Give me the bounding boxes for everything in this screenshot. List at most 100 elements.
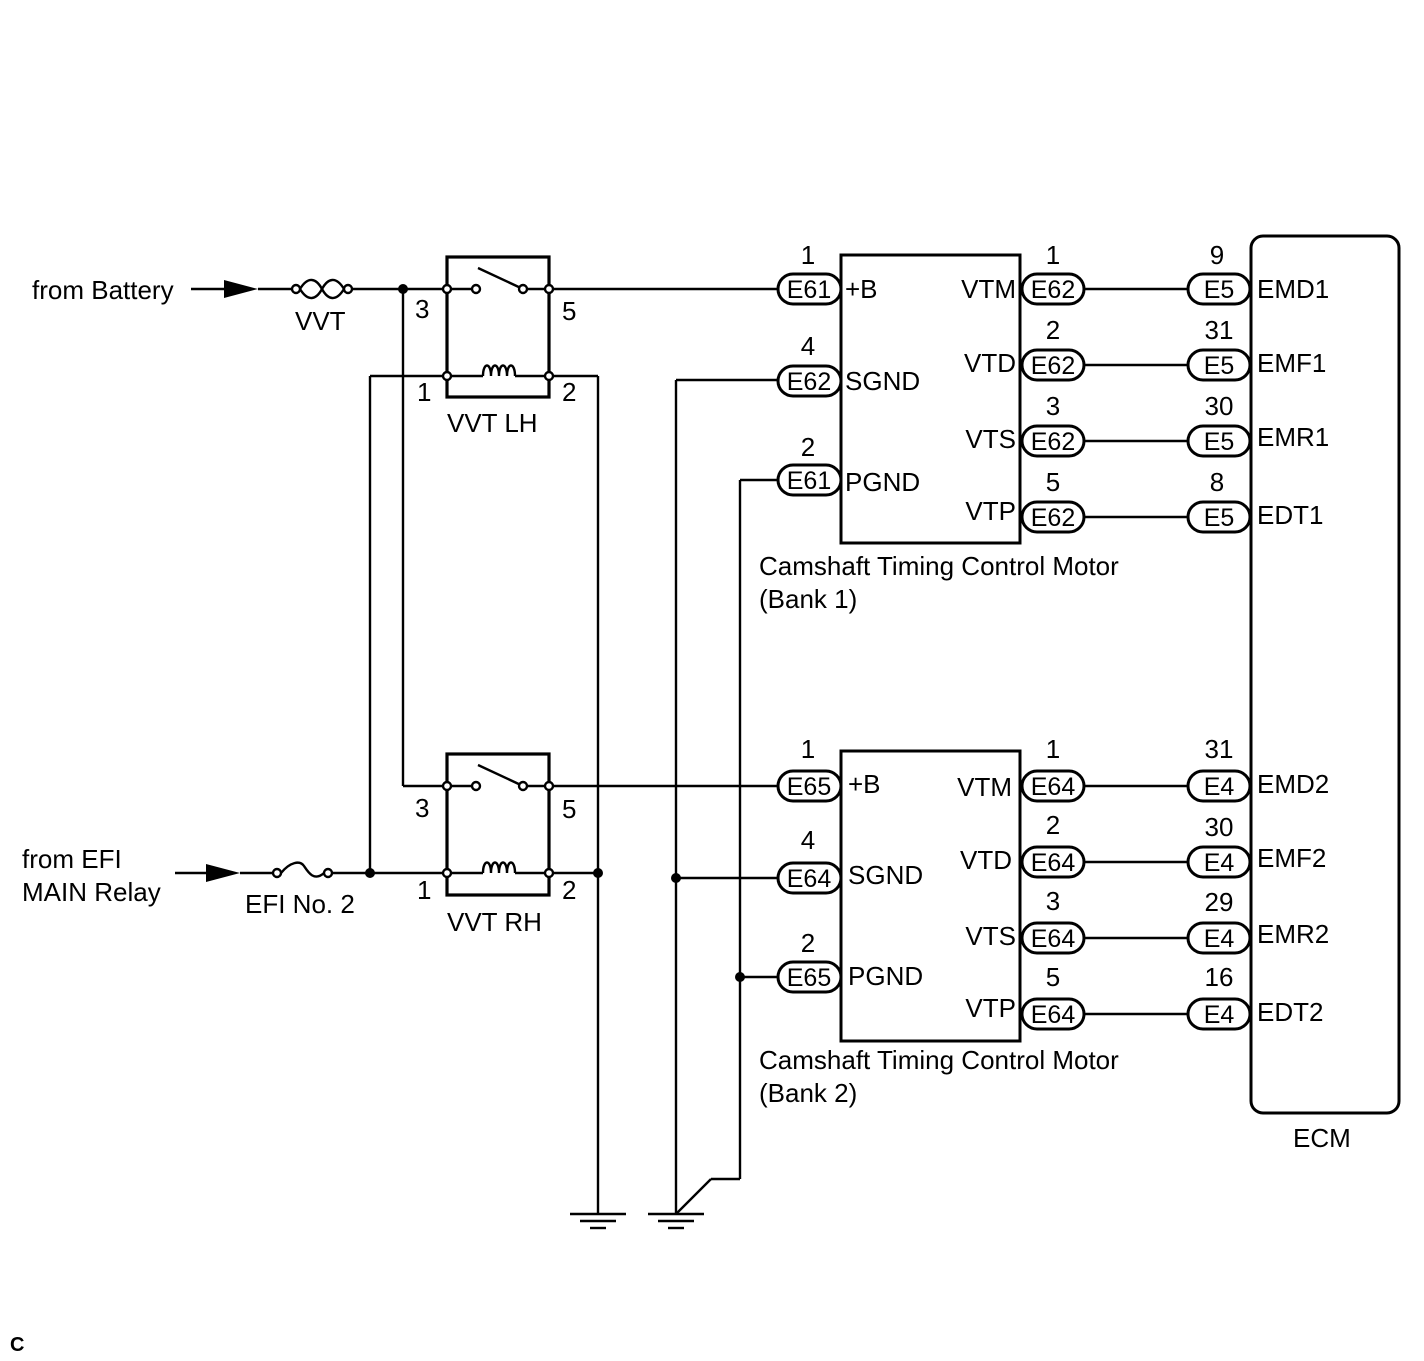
pin-number: 5 — [1046, 962, 1060, 992]
source-battery-label: from Battery — [32, 275, 174, 305]
supply-wires — [332, 284, 603, 1214]
battery-arrow — [191, 280, 258, 298]
terminal-name: VTS — [965, 424, 1016, 454]
connector-e4-emr2 — [1186, 921, 1252, 955]
connector-e65-b2-pgnd — [776, 960, 843, 994]
relay-vvt-rh — [441, 752, 555, 897]
connector-label: E5 — [1204, 428, 1235, 456]
terminal-name: EDT2 — [1257, 997, 1323, 1027]
connector-label: E65 — [787, 773, 831, 801]
corner-mark: C — [10, 1334, 24, 1356]
terminal-name: PGND — [848, 961, 923, 991]
terminal-name: SGND — [848, 860, 923, 890]
pin-number: 2 — [801, 928, 815, 958]
terminal-name: +B — [848, 769, 881, 799]
connector-label: E4 — [1204, 925, 1235, 953]
connector-label: E5 — [1204, 504, 1235, 532]
terminal-name: EMF2 — [1257, 843, 1326, 873]
connector-label: E62 — [1031, 504, 1075, 532]
efi-no2-fuse-label: EFI No. 2 — [245, 889, 355, 919]
relay-rh-pin-1: 1 — [417, 875, 431, 905]
terminal-name: +B — [845, 274, 878, 304]
connector-label: E5 — [1204, 276, 1235, 304]
vvt-fuse-label: VVT — [295, 306, 346, 336]
pin-number: 5 — [1046, 467, 1060, 497]
connector-label: E4 — [1204, 849, 1235, 877]
pin-number: 31 — [1205, 315, 1234, 345]
connector-label: E64 — [1031, 1001, 1076, 1029]
motor-bank1-subtitle: (Bank 1) — [759, 584, 857, 614]
terminal-name: VTD — [960, 845, 1012, 875]
relay-rh-label: VVT RH — [447, 907, 542, 937]
ground-wires — [671, 378, 780, 1215]
pin-number: 4 — [801, 825, 815, 855]
pin-number: 3 — [1046, 391, 1060, 421]
connector-label: E64 — [1031, 773, 1076, 801]
terminal-name: EMR1 — [1257, 422, 1329, 452]
connector-e61-b1-plusb — [776, 272, 843, 306]
relay-rh-pin-3: 3 — [415, 793, 429, 823]
terminal-name: VTS — [965, 921, 1016, 951]
connector-label: E62 — [1031, 352, 1075, 380]
terminal-name: VTM — [961, 274, 1016, 304]
connector-label: E4 — [1204, 773, 1235, 801]
pin-number: 16 — [1205, 962, 1234, 992]
connector-e61-b1-pgnd — [776, 463, 843, 497]
ecm-label: ECM — [1293, 1123, 1351, 1153]
pin-number: 8 — [1210, 467, 1224, 497]
relay-lh-pin-2: 2 — [562, 377, 576, 407]
connector-label: E62 — [787, 368, 831, 396]
connector-label: E64 — [1031, 849, 1076, 877]
connector-label: E64 — [787, 865, 832, 893]
connector-label: E4 — [1204, 1001, 1235, 1029]
motor-bank1-title: Camshaft Timing Control Motor — [759, 551, 1119, 581]
motor-bank2-box — [839, 749, 1022, 1043]
terminal-name: EMR2 — [1257, 919, 1329, 949]
terminal-name: VTP — [965, 496, 1016, 526]
pin-number: 2 — [801, 432, 815, 462]
relay-lh-label: VVT LH — [447, 408, 538, 438]
pin-number: 30 — [1205, 391, 1234, 421]
ground-symbol-1 — [570, 1212, 626, 1230]
efi-no2-fuse — [240, 861, 334, 879]
terminal-name: VTP — [965, 993, 1016, 1023]
connector-label: E5 — [1204, 352, 1235, 380]
source-efi-label-line1: from EFI — [22, 844, 122, 874]
pin-number: 2 — [1046, 315, 1060, 345]
terminal-name: EMF1 — [1257, 348, 1326, 378]
signal-wires — [1084, 287, 1188, 1016]
connector-label: E62 — [1031, 428, 1075, 456]
pin-number: 2 — [1046, 810, 1060, 840]
ground-symbol-2 — [648, 1212, 704, 1230]
pin-number: 3 — [1046, 886, 1060, 916]
connector-e65-b2-plusb — [776, 769, 843, 803]
connector-e62-b1-sgnd — [776, 364, 843, 398]
pin-number: 31 — [1205, 734, 1234, 764]
connector-label: E61 — [787, 276, 831, 304]
pin-number: 30 — [1205, 812, 1234, 842]
vvt-fuse — [258, 278, 354, 300]
terminal-name: EMD1 — [1257, 274, 1329, 304]
connector-label: E65 — [787, 964, 831, 992]
bank2-right-terminals: VTM E64 1 VTD E64 2 VTS E64 3 VTP E64 5 — [957, 734, 1086, 1031]
pin-number: 1 — [801, 734, 815, 764]
connector-e5-emd1 — [1186, 272, 1252, 306]
connector-e4-edt2 — [1186, 997, 1252, 1031]
connector-label: E61 — [787, 467, 831, 495]
terminal-name: SGND — [845, 366, 920, 396]
efi-arrow — [175, 864, 240, 882]
relay-rh-pin-2: 2 — [562, 875, 576, 905]
relay-rh-pin-5: 5 — [562, 794, 576, 824]
relay-lh-pin-5: 5 — [562, 296, 576, 326]
motor-bank2-subtitle: (Bank 2) — [759, 1078, 857, 1108]
connector-label: E62 — [1031, 276, 1075, 304]
connector-e64-b2-sgnd — [776, 861, 843, 895]
relay-vvt-lh — [441, 255, 555, 399]
pin-number: 4 — [801, 331, 815, 361]
pin-number: 1 — [801, 240, 815, 270]
b-plus-wires — [553, 287, 780, 788]
ecm-terminals: E5 9 EMD1 E5 31 EMF1 E5 30 EMR1 E5 8 EDT… — [1186, 240, 1329, 1031]
relay-lh-pin-3: 3 — [415, 294, 429, 324]
connector-e5-edt1 — [1186, 500, 1252, 534]
terminal-name: VTM — [957, 772, 1012, 802]
